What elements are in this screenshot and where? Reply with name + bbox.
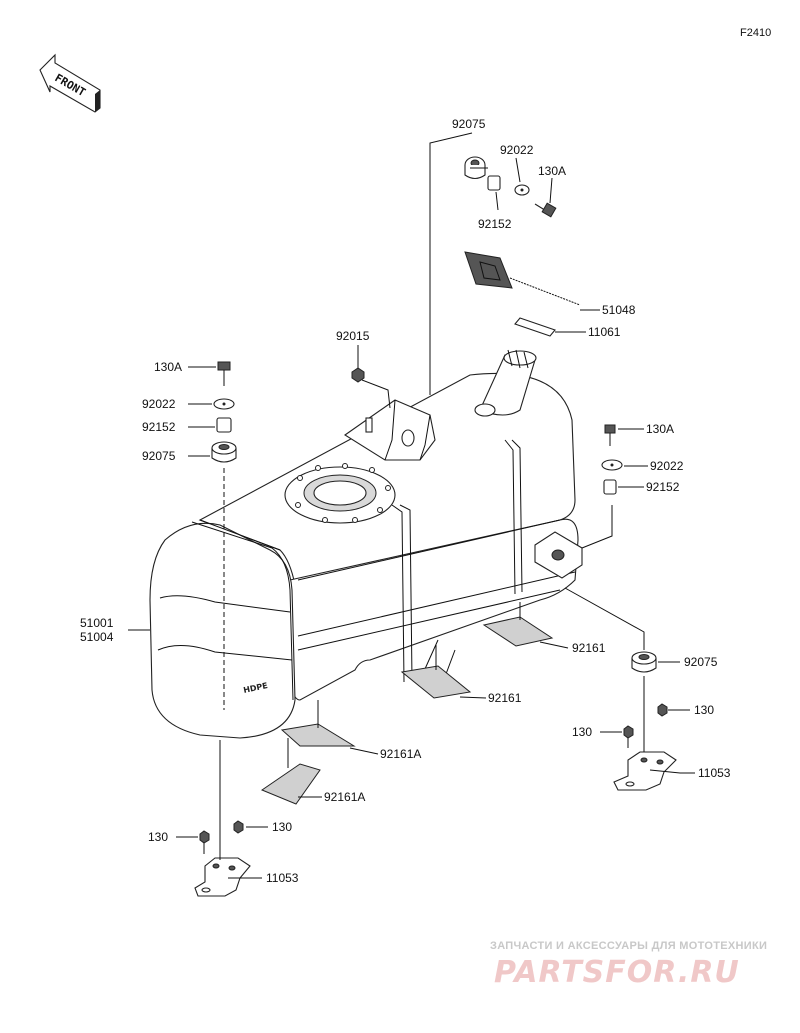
label-51048: 51048 (602, 303, 636, 317)
pad-92161-upper (482, 616, 554, 647)
label-92022-top: 92022 (500, 143, 534, 157)
watermark-brand: PARTSFOR.RU (494, 955, 740, 990)
bracket-11053-left (194, 857, 251, 897)
label-92152-right: 92152 (646, 480, 680, 494)
pad-92161-lower (400, 665, 472, 699)
bolt-130-left-a (233, 820, 244, 834)
label-51004: 51004 (80, 630, 114, 644)
pad-92161A-upper (280, 723, 356, 747)
label-11053-right: 11053 (698, 766, 731, 780)
label-92075-right: 92075 (684, 655, 718, 669)
label-92152-top: 92152 (478, 217, 512, 231)
label-130A-right: 130A (646, 422, 674, 436)
leader-lines (128, 132, 695, 879)
label-92161A-lower: 92161A (324, 790, 365, 804)
pad-51048 (464, 251, 581, 306)
figure-code: F2410 (740, 27, 771, 39)
label-92022-left: 92022 (142, 397, 176, 411)
bolt-130A-top (534, 202, 557, 218)
washer-92022-top (514, 184, 530, 196)
label-130-left-b: 130 (148, 830, 168, 844)
label-92152-left: 92152 (142, 420, 176, 434)
grommet-92075-left (211, 441, 237, 463)
watermark-subtitle: ЗАПЧАСТИ И АКСЕССУАРЫ ДЛЯ МОТОТЕХНИКИ (490, 940, 767, 952)
label-11061: 11061 (588, 325, 621, 339)
strip-11061 (514, 317, 556, 337)
pad-92161A-lower (260, 763, 321, 805)
part-labels: 92075 92022 130A 92152 51048 11061 92015… (80, 117, 731, 885)
label-92075-top: 92075 (452, 117, 486, 131)
label-130A-top: 130A (538, 164, 566, 178)
label-92075-left: 92075 (142, 449, 176, 463)
label-130-right-a: 130 (694, 703, 714, 717)
label-130-left-a: 130 (272, 820, 292, 834)
grommet-92075-right (631, 651, 657, 673)
label-11053-left: 11053 (266, 871, 299, 885)
collar-92152-left (216, 417, 232, 433)
bolt-130A-right (604, 424, 616, 446)
label-51001: 51001 (80, 616, 114, 630)
bracket-11053-right (613, 751, 677, 791)
watermark: ЗАПЧАСТИ И АКСЕССУАРЫ ДЛЯ МОТОТЕХНИКИ PA… (490, 940, 767, 990)
label-92161-upper: 92161 (572, 641, 606, 655)
washer-92022-right (601, 459, 623, 471)
label-130-right-b: 130 (572, 725, 592, 739)
label-92015: 92015 (336, 329, 370, 343)
front-direction-arrow: FRONT (39, 53, 101, 113)
fuel-tank: HDPE (149, 349, 583, 739)
bolt-130A-left (217, 361, 231, 386)
label-92161-lower: 92161 (488, 691, 522, 705)
bolt-130-right-a (657, 703, 668, 717)
label-130A-left: 130A (154, 360, 182, 374)
collar-92152-right (603, 479, 617, 495)
bolt-130-left-b (199, 830, 210, 854)
bolt-130-right-b (623, 725, 634, 748)
collar-92152-top (487, 175, 501, 191)
washer-92022-left (213, 398, 235, 410)
label-92161A-upper: 92161A (380, 747, 421, 761)
label-92022-right: 92022 (650, 459, 684, 473)
